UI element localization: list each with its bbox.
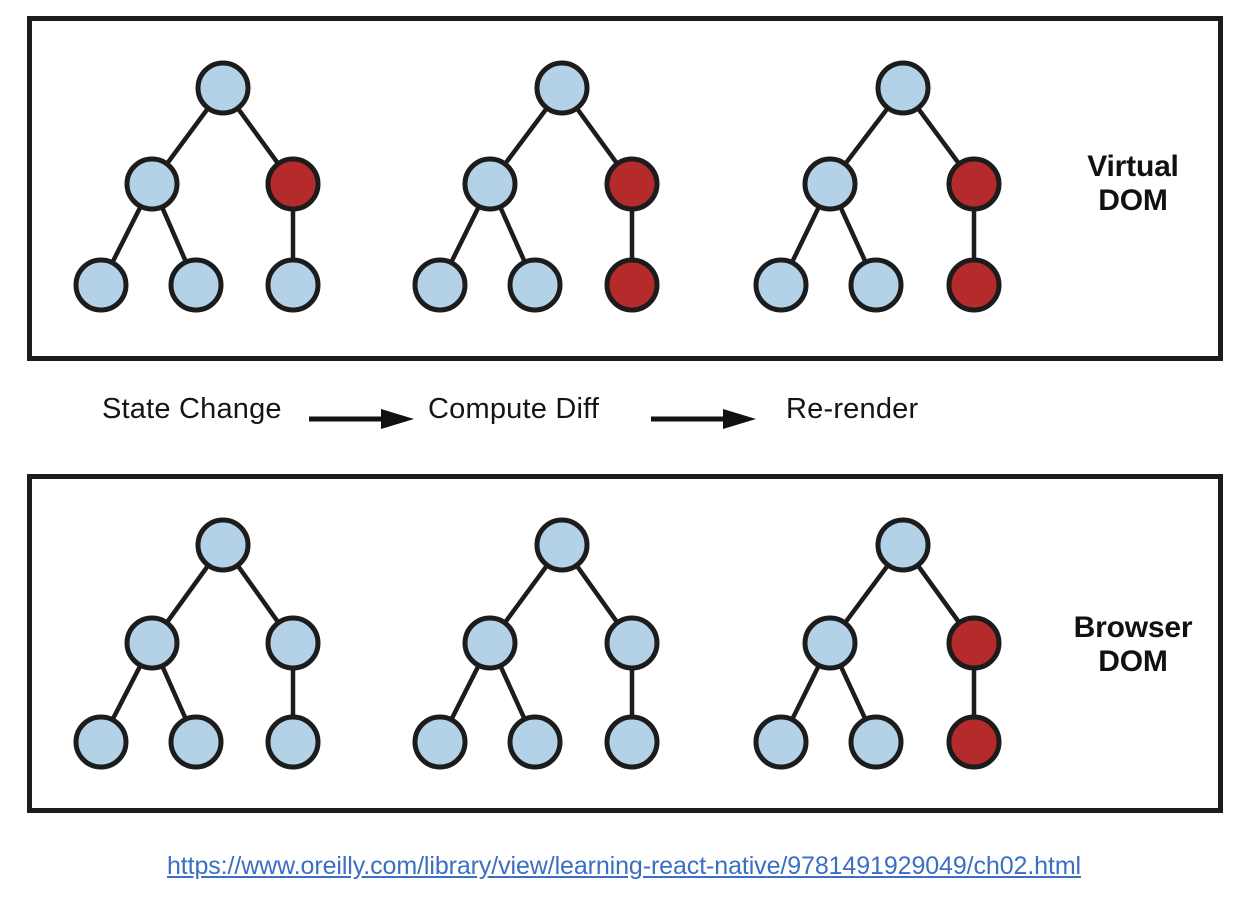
panel-label-browser-dom: Browser DOM	[1073, 611, 1193, 678]
tree-edge	[159, 661, 189, 724]
arrow-right-icon	[309, 409, 414, 429]
flow-step-re-render: Re-render	[786, 393, 919, 425]
tree-node-blue	[753, 257, 809, 313]
tree-node-blue	[875, 517, 931, 573]
tree-virtual-dom-0	[73, 60, 321, 313]
tree-node-blue	[73, 257, 129, 313]
tree-node-red	[946, 714, 1002, 770]
tree-edge	[788, 661, 823, 724]
tree-node-blue	[265, 257, 321, 313]
tree-node-blue	[195, 517, 251, 573]
tree-edge	[788, 202, 823, 267]
tree-node-blue	[848, 714, 904, 770]
tree-edge	[497, 661, 528, 724]
tree-node-blue	[507, 257, 563, 313]
tree-node-blue	[802, 615, 858, 671]
tree-node-red	[946, 615, 1002, 671]
tree-node-blue	[753, 714, 809, 770]
tree-edge	[234, 104, 282, 168]
tree-node-blue	[534, 517, 590, 573]
tree-node-blue	[412, 257, 468, 313]
tree-node-blue	[124, 156, 180, 212]
tree-node-red	[265, 156, 321, 212]
tree-node-blue	[73, 714, 129, 770]
flow-step-state-change: State Change	[102, 393, 282, 425]
tree-edge	[841, 561, 892, 627]
tree-node-blue	[848, 257, 904, 313]
tree-edge	[448, 661, 482, 724]
tree-node-blue	[802, 156, 858, 212]
tree-edge	[497, 202, 528, 267]
tree-node-red	[604, 156, 660, 212]
tree-edge	[573, 561, 621, 627]
arrow-right-icon	[651, 409, 756, 429]
tree-node-blue	[604, 714, 660, 770]
source-url-link[interactable]: https://www.oreilly.com/library/view/lea…	[166, 852, 1082, 880]
panel-label-virtual-dom: Virtual DOM	[1087, 150, 1179, 217]
tree-browser-dom-1	[412, 517, 660, 770]
tree-node-blue	[265, 615, 321, 671]
tree-virtual-dom-1	[412, 60, 660, 313]
tree-node-blue	[265, 714, 321, 770]
tree-edge	[109, 661, 144, 724]
tree-edge	[914, 561, 963, 627]
tree-node-blue	[412, 714, 468, 770]
flow-step-compute-diff: Compute Diff	[428, 393, 600, 425]
tree-edge	[501, 561, 551, 627]
tree-node-blue	[195, 60, 251, 116]
tree-edge	[841, 104, 892, 168]
tree-edge	[573, 104, 621, 168]
tree-virtual-dom-2	[753, 60, 1002, 313]
tree-edge	[837, 661, 869, 724]
tree-node-blue	[168, 257, 224, 313]
tree-edge	[501, 104, 551, 168]
tree-edge	[234, 561, 282, 627]
tree-node-blue	[507, 714, 563, 770]
tree-node-red	[946, 257, 1002, 313]
tree-node-blue	[124, 615, 180, 671]
tree-node-blue	[462, 615, 518, 671]
tree-edges	[73, 60, 1002, 770]
tree-edge	[914, 104, 963, 168]
tree-node-red	[604, 257, 660, 313]
tree-browser-dom-2	[753, 517, 1002, 770]
tree-node-blue	[875, 60, 931, 116]
tree-node-blue	[462, 156, 518, 212]
tree-node-blue	[534, 60, 590, 116]
flow-sequence: State Change Compute Diff Re-render	[0, 393, 1248, 451]
tree-edge	[163, 561, 212, 627]
tree-edge	[163, 104, 212, 168]
tree-edge	[837, 202, 869, 267]
tree-edge	[158, 202, 190, 267]
tree-browser-dom-0	[73, 517, 321, 770]
tree-node-blue	[168, 714, 224, 770]
tree-edge	[447, 202, 483, 267]
tree-node-blue	[604, 615, 660, 671]
tree-node-red	[946, 156, 1002, 212]
tree-edge	[109, 202, 144, 267]
